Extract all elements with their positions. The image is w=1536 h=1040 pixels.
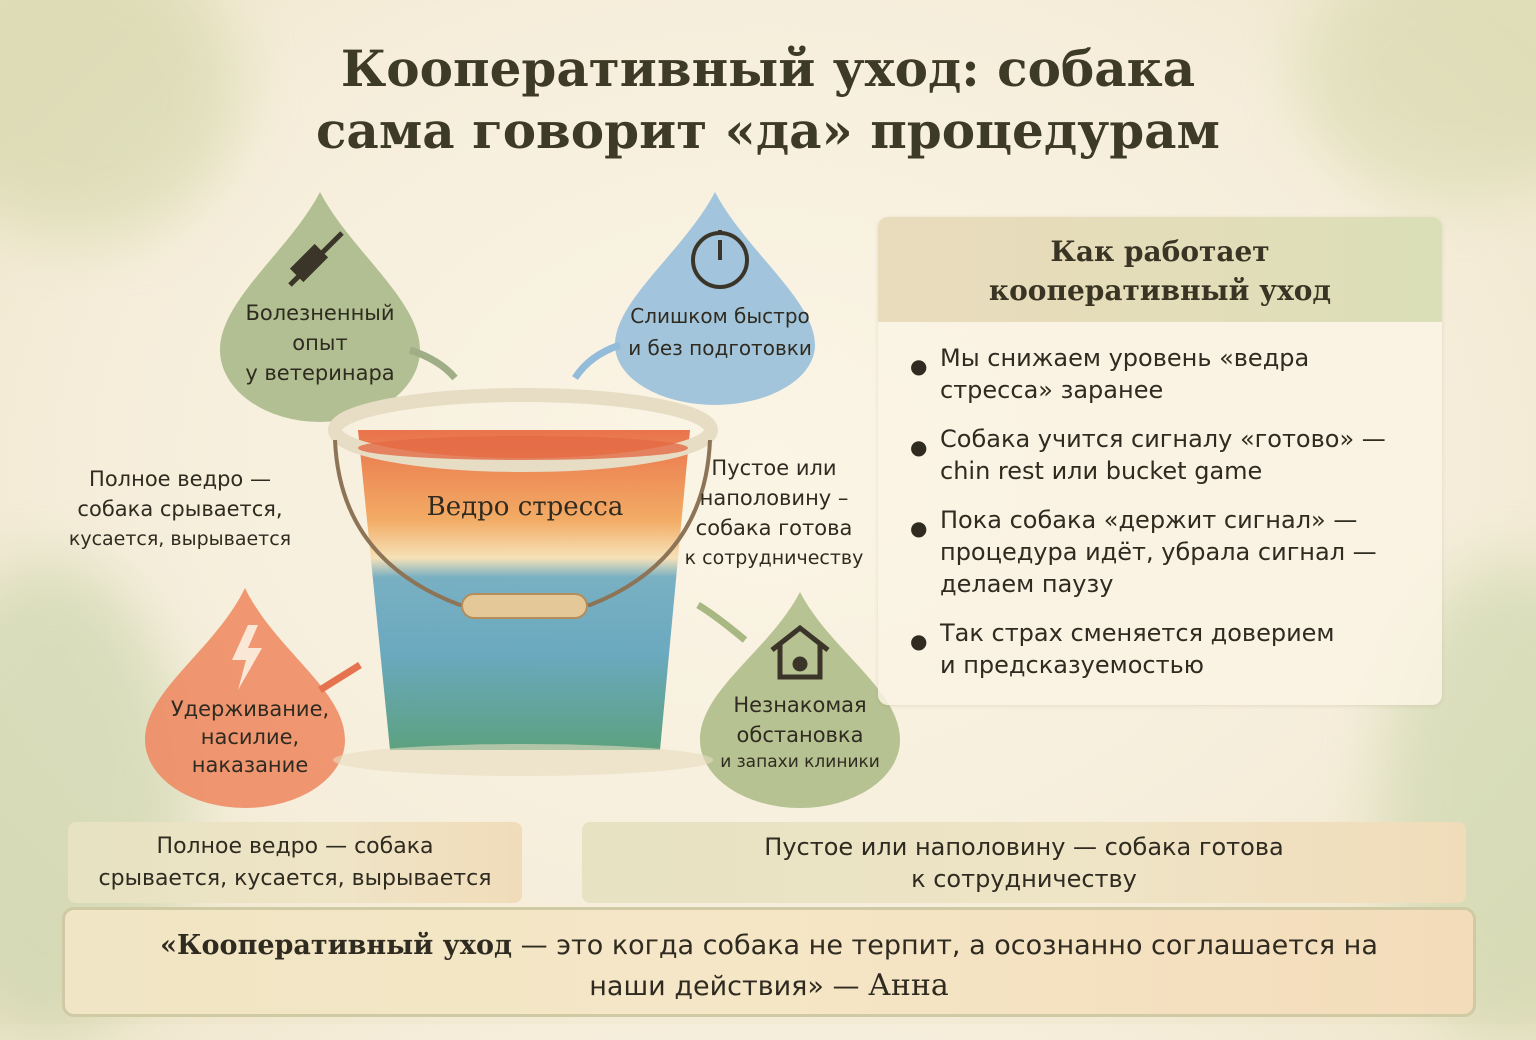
bullet-icon: ● [910,354,928,378]
drop-text-line: насилие, [200,725,300,749]
list-item: ● Так страх сменяется доверием и предсказ… [910,617,1412,681]
drop-text-line: обстановка [736,723,864,747]
item-line: Так страх сменяется доверием [940,619,1335,647]
drop-unfamiliar-setting: Незнакомая обстановка и запахи клиники [695,690,905,774]
drop-text-line: и запахи клиники [720,752,880,772]
bucket-label: Ведро стресса [426,492,624,522]
drop-shape [145,588,345,808]
quote-lead: «Кооперативный уход [160,930,513,961]
arrow-icon [696,601,748,643]
drop-shape [615,192,815,405]
page-title: Кооперативный уход: собака сама говорит … [0,38,1536,162]
arrow-icon [318,662,362,693]
drop-text-line: Болезненный [245,301,395,325]
bucket-body [358,430,690,750]
item-line: стресса» заранее [940,376,1164,404]
empty-bucket-note: Пустое или наполовину — собака готова к … [582,822,1466,903]
panel-title-line: Как работает [1050,235,1270,268]
bucket-rim [328,388,718,472]
drop-text-line: и без подготовки [628,336,812,360]
drop-painful-experience: Болезненный опыт у ветеринара [215,298,425,388]
full-bucket-note: Полное ведро — собака срывается, кусаетс… [68,822,522,903]
drop-text-line: Незнакомая [733,693,867,717]
item-line: и предсказуемостью [940,651,1204,679]
list-item: ● Мы снижаем уровень «ведра стресса» зара… [910,342,1412,406]
drop-too-fast: Слишком быстро и без подготовки [615,300,825,364]
item-line: Пока собака «держит сигнал» — [940,506,1358,534]
drop-text-line: Удерживание, [170,697,330,721]
drop-text-line: Слишком быстро [630,304,810,328]
note-line: Пустое или наполовину — собака готова [764,833,1284,861]
lightning-icon [232,625,262,690]
how-it-works-panel: Как работает кооперативный уход ● Мы сни… [878,217,1442,705]
title-line-2: сама говорит «да» процедурам [315,101,1220,160]
label-line: наполовину – [699,486,849,510]
item-line: chin rest или bucket game [940,457,1263,485]
list-item: ● Собака учится сигналу «готово» — chin r… [910,423,1412,487]
quote-text: — это когда собака не терпит, а осознанн… [512,930,1378,961]
drop-text-line: наказание [191,753,309,777]
stress-bucket-illustration [145,192,900,808]
label-line: собака готова [695,516,853,540]
syringe-icon [288,231,344,287]
panel-list: ● Мы снижаем уровень «ведра стресса» зара… [878,322,1442,681]
clock-icon [691,230,749,289]
bullet-icon: ● [910,516,928,540]
house-paw-icon [770,624,830,680]
label-line: кусается, вырывается [68,528,292,550]
drop-text-line: у ветеринара [245,361,395,385]
quote-author: Анна [868,968,949,1003]
item-line: Собака учится сигналу «готово» — [940,425,1386,453]
arrow-icon [408,346,458,381]
full-bucket-label: Полное ведро — собака срывается, кусаетс… [55,464,305,554]
title-line-1: Кооперативный уход: собака [340,39,1196,98]
list-item: ● Пока собака «держит сигнал» — процедура… [910,504,1412,600]
note-line: срывается, кусается, вырывается [98,866,492,891]
label-line: Полное ведро — [89,467,271,491]
quote-box: «Кооперативный уход — это когда собака н… [62,907,1476,1017]
drop-shape [700,592,900,808]
drop-restraint: Удерживание, насилие, наказание [145,695,355,779]
bullet-icon: ● [910,629,928,653]
quote-text: наши действия» — [589,971,869,1002]
label-line: Пустое или [711,456,837,480]
empty-bucket-label: Пустое или наполовину – собака готова к … [676,453,872,573]
item-line: Мы снижаем уровень «ведра [940,344,1310,372]
panel-title-line: кооперативный уход [988,274,1332,307]
item-line: делаем паузу [940,570,1114,598]
label-line: к сотрудничеству [684,547,864,569]
item-line: процедура идёт, убрала сигнал — [940,538,1377,566]
note-line: Полное ведро — собака [156,834,434,859]
drop-text-line: опыт [292,331,348,355]
drop-shape [220,192,420,422]
stress-scale [305,453,352,640]
note-line: к сотрудничеству [911,865,1137,893]
label-line: собака срывается, [77,497,283,521]
panel-title: Как работает кооперативный уход [878,217,1442,322]
bullet-icon: ● [910,435,928,459]
arrow-icon [572,341,622,380]
bucket-grip [461,593,588,619]
